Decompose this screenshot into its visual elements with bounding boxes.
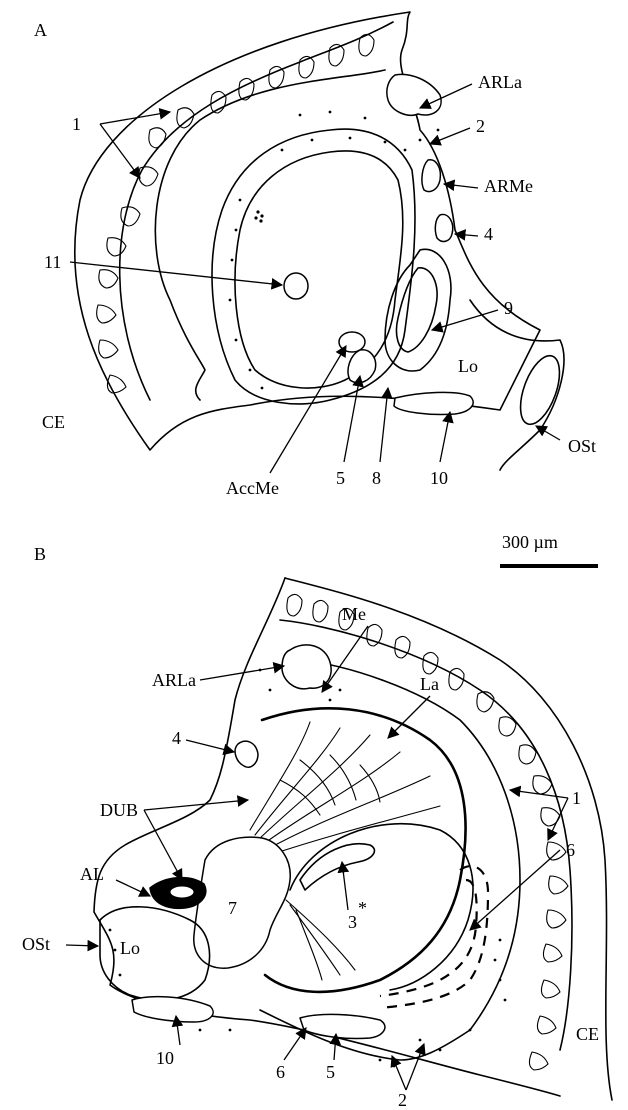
region-11 <box>284 273 308 299</box>
accme-region <box>339 332 365 352</box>
region-4 <box>435 214 452 241</box>
panel-a-label-10: 10 <box>430 468 448 488</box>
panel-a-label-ost: OSt <box>568 436 596 456</box>
panel-b: B <box>22 544 612 1110</box>
panel-b-label-1: 1 <box>572 788 581 808</box>
region-10 <box>394 392 473 414</box>
panel-b-label: B <box>34 544 46 564</box>
panel-a-label-11: 11 <box>44 252 61 272</box>
region-7 <box>194 837 290 968</box>
region-3 <box>300 844 374 890</box>
panel-a-label-ce: CE <box>42 412 65 432</box>
panel-a-label-arme: ARMe <box>484 176 533 196</box>
medulla-neuropil <box>212 129 415 404</box>
stipple-a <box>229 111 440 390</box>
region-4-b <box>235 741 258 767</box>
region-5 <box>348 350 376 383</box>
panel-a-label-4: 4 <box>484 224 493 244</box>
panel-b-label-6a: 6 <box>566 840 575 860</box>
panel-a-label-5: 5 <box>336 468 345 488</box>
medulla-inner <box>235 151 403 388</box>
arla-region-b <box>282 645 331 689</box>
medulla-b <box>262 708 466 992</box>
region-6-dashed-inner <box>380 880 477 996</box>
panel-b-label-ost: OSt <box>22 934 50 954</box>
panel-b-label-6b: 6 <box>276 1062 285 1082</box>
panel-b-label-lo: Lo <box>120 938 140 958</box>
panel-b-label-10: 10 <box>156 1048 174 1068</box>
panel-a-label-9: 9 <box>504 298 513 318</box>
arme-region <box>422 160 440 192</box>
panel-b-label-al: AL <box>80 864 104 884</box>
panel-a-label: A <box>34 20 47 40</box>
panel-a-label-arla: ARLa <box>478 72 522 92</box>
panel-b-label-star: * <box>358 898 367 918</box>
panel-a-label-accme: AccMe <box>226 478 279 498</box>
panel-a: A <box>34 12 596 498</box>
panel-a-label-8: 8 <box>372 468 381 488</box>
panel-b-label-arla: ARLa <box>152 670 196 690</box>
scale-bar-label: 300 µm <box>502 532 558 552</box>
panel-a-label-1: 1 <box>72 114 81 134</box>
optic-stalk <box>470 300 564 470</box>
panel-b-label-2: 2 <box>398 1090 407 1110</box>
lobula-b <box>100 907 210 1000</box>
panel-b-label-3: 3 <box>348 912 357 932</box>
panel-b-label-7: 7 <box>228 898 237 918</box>
panel-b-label-me: Me <box>342 604 366 624</box>
panel-b-label-5: 5 <box>326 1062 335 1082</box>
scale-bar: 300 µm <box>500 532 598 566</box>
region-10-b <box>132 997 213 1022</box>
panel-b-label-ce: CE <box>576 1024 599 1044</box>
arla-region <box>387 74 441 115</box>
panel-b-label-4: 4 <box>172 728 181 748</box>
al-inner <box>170 886 194 898</box>
panel-a-label-2: 2 <box>476 116 485 136</box>
panel-a-label-lo: Lo <box>458 356 478 376</box>
panel-b-label-dub: DUB <box>100 800 138 820</box>
leaders-a <box>70 84 560 473</box>
panel-b-label-la: La <box>420 674 439 694</box>
